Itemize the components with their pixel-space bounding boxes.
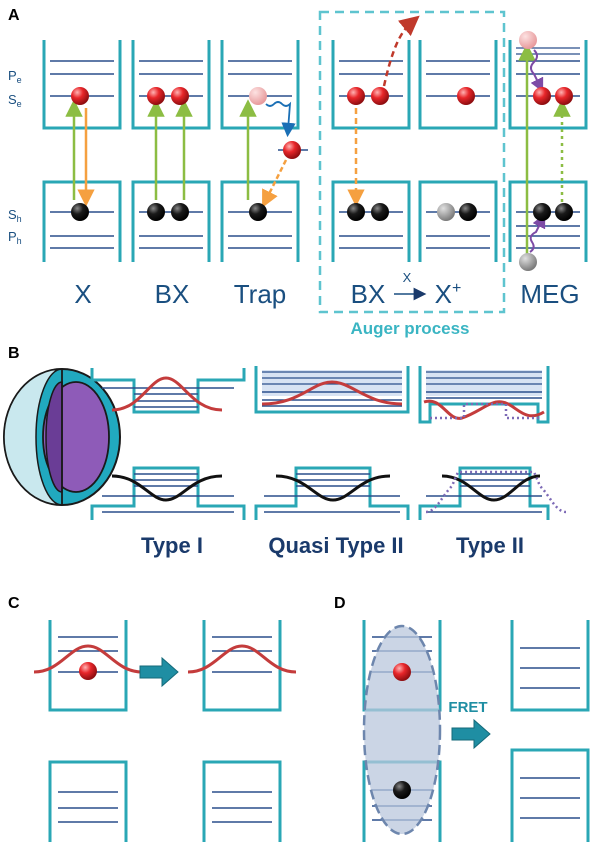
label-meg: MEG bbox=[520, 279, 579, 309]
electron bbox=[79, 662, 97, 680]
hot-hole bbox=[519, 253, 537, 271]
empty-hole-state bbox=[437, 203, 455, 221]
type1-conduction-band bbox=[90, 368, 246, 414]
label-type1: Type I bbox=[141, 533, 203, 558]
label-bx-auger: BX bbox=[351, 279, 386, 309]
electron bbox=[371, 87, 389, 105]
auger-box bbox=[318, 10, 506, 314]
type1-valence-band bbox=[90, 466, 246, 520]
exciton-envelope bbox=[362, 624, 442, 836]
label-type2: Type II bbox=[456, 533, 524, 558]
column-x-plus bbox=[418, 40, 498, 262]
label-x: X bbox=[74, 279, 91, 309]
column-trap bbox=[220, 40, 308, 262]
electron bbox=[393, 663, 411, 681]
panel-b-label: B bbox=[8, 345, 20, 362]
electron bbox=[171, 87, 189, 105]
hole bbox=[393, 781, 411, 799]
label-bx: BX bbox=[155, 279, 190, 309]
auger-process-label: Auger process bbox=[350, 319, 469, 338]
auger-ejection-arrow bbox=[382, 15, 420, 87]
label-quasi-type2: Quasi Type II bbox=[268, 533, 403, 558]
hole-wavefunction bbox=[441, 474, 541, 502]
donor-nanocrystal bbox=[362, 620, 442, 842]
hole bbox=[533, 203, 551, 221]
hot-electron bbox=[519, 31, 537, 49]
hole bbox=[555, 203, 573, 221]
hole-wavefunction bbox=[275, 474, 391, 502]
electron-wavefunction bbox=[33, 644, 143, 674]
electron-wavefunction bbox=[423, 399, 545, 420]
trapped-electron bbox=[283, 141, 301, 159]
hole bbox=[347, 203, 365, 221]
hole bbox=[371, 203, 389, 221]
quasi-type2-conduction-band bbox=[254, 366, 410, 414]
electron bbox=[457, 87, 475, 105]
acceptor-nanocrystal bbox=[510, 620, 590, 842]
pe-label: Pe bbox=[8, 68, 22, 85]
column-x bbox=[42, 40, 122, 262]
core-shell-nanocrystal bbox=[3, 368, 121, 506]
fret-arrow bbox=[451, 718, 491, 750]
level-labels: Pe Se Sh Ph bbox=[8, 68, 22, 246]
label-trap: Trap bbox=[234, 279, 287, 309]
column-bx-auger bbox=[331, 15, 420, 262]
valence-well bbox=[42, 180, 122, 262]
hole bbox=[249, 203, 267, 221]
conduction-well bbox=[42, 40, 122, 130]
panel-c-label: C bbox=[8, 595, 20, 612]
sh-label: Sh bbox=[8, 207, 22, 224]
impact-ionization-arrow bbox=[529, 213, 546, 253]
panel-d-label: D bbox=[334, 595, 346, 612]
fret-label: FRET bbox=[448, 699, 487, 716]
type2-conduction-band bbox=[418, 366, 550, 424]
faded-electron bbox=[249, 87, 267, 105]
quasi-type2-valence-band bbox=[254, 466, 410, 520]
hole-density bbox=[425, 470, 567, 514]
hole bbox=[147, 203, 165, 221]
label-arrow-x: X bbox=[403, 270, 412, 285]
type2-valence-band bbox=[418, 466, 567, 520]
electron bbox=[147, 87, 165, 105]
electron-wavefunction bbox=[111, 376, 223, 412]
hole bbox=[71, 203, 89, 221]
ph-label: Ph bbox=[8, 229, 22, 246]
column-meg bbox=[508, 31, 588, 271]
hole-wavefunction bbox=[111, 474, 223, 502]
trapping-arrow bbox=[265, 101, 296, 138]
panel-c-left bbox=[33, 620, 143, 842]
electron bbox=[71, 87, 89, 105]
hole bbox=[171, 203, 189, 221]
transition-arrow bbox=[139, 656, 179, 688]
electron bbox=[555, 87, 573, 105]
panel-a-label: A bbox=[8, 7, 20, 24]
relaxation-arrow bbox=[530, 49, 544, 93]
hole bbox=[459, 203, 477, 221]
label-x-plus: X+ bbox=[435, 279, 462, 309]
electron-wavefunction bbox=[261, 380, 403, 406]
panel-c-right bbox=[187, 620, 297, 842]
electron-wavefunction bbox=[187, 644, 297, 674]
electron bbox=[347, 87, 365, 105]
column-bx bbox=[131, 40, 211, 262]
se-label: Se bbox=[8, 92, 22, 109]
electron bbox=[533, 87, 551, 105]
